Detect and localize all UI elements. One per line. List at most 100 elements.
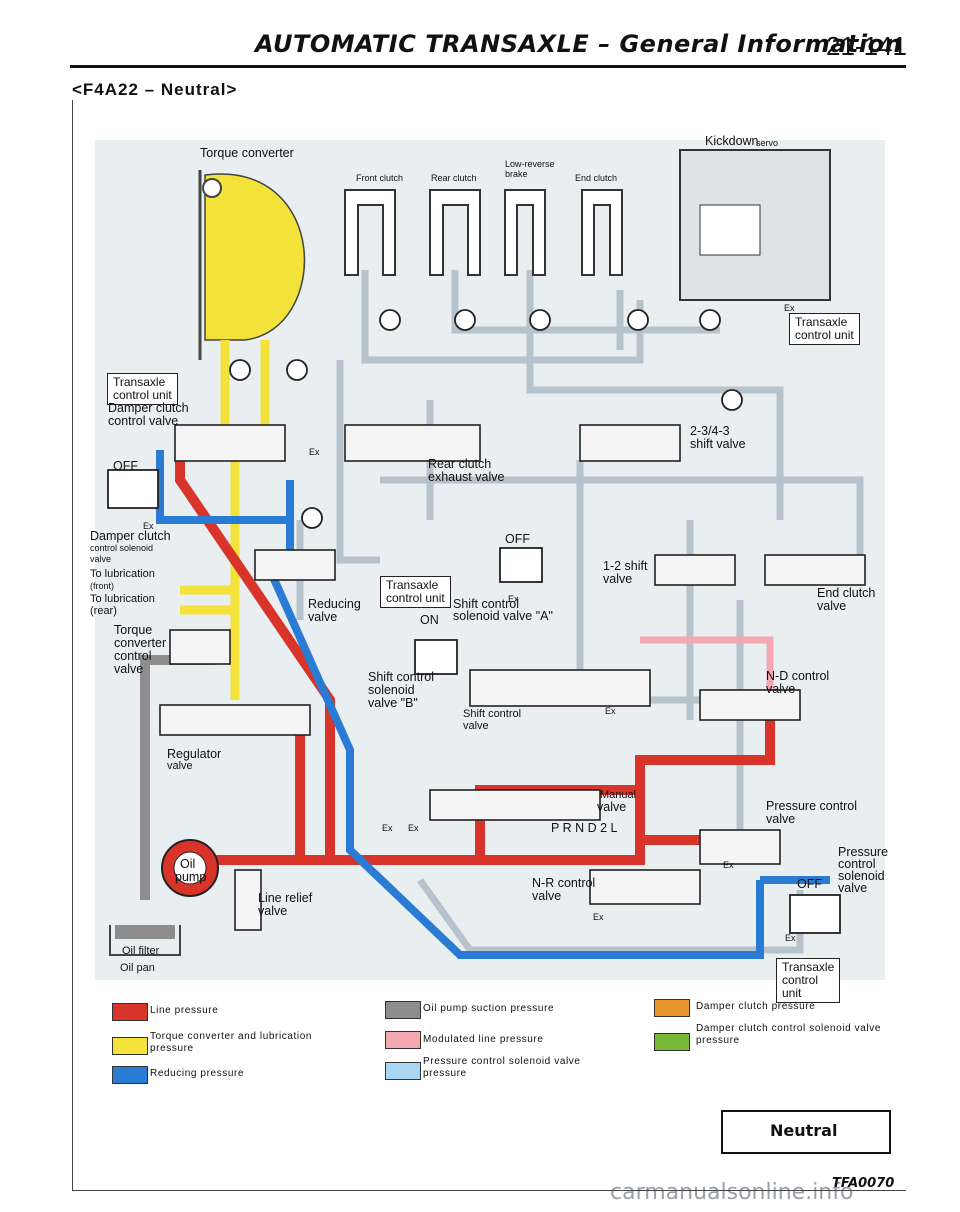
label-ex: Ex — [785, 933, 796, 943]
label-damper-cv-2: control valve — [108, 414, 179, 428]
label-low-reverse-1: Low-reverse — [505, 159, 555, 169]
label-shift23-1: 2-3/4-3 — [690, 424, 730, 438]
label-servo: servo — [756, 138, 779, 148]
tcu-top-1: Transaxle — [795, 315, 848, 329]
label-manual-2: valve — [597, 800, 627, 814]
legend-swatch-line — [112, 1003, 148, 1021]
legend-label-damper: Damper clutch pressure — [696, 1001, 816, 1012]
label-shift-cv-1: Shift control — [463, 708, 522, 720]
tcu-top-box: Transaxle control unit — [789, 313, 860, 345]
label-reducing-2: valve — [308, 610, 338, 624]
modulated-line-passage — [640, 636, 774, 700]
label-pcs-1: Pressure — [838, 845, 889, 859]
label-shift23-2: shift valve — [690, 437, 746, 451]
label-ex: Ex — [784, 303, 795, 313]
legend-label-pcs: Pressure control solenoid valve pressure — [423, 1056, 581, 1079]
label-end-clutch-valve-2: valve — [817, 599, 847, 613]
label-tcc-3: control — [114, 649, 152, 663]
label-kickdown: Kickdown — [705, 134, 759, 148]
label-lub-front-1: To lubrication — [90, 568, 155, 580]
orifice-checks — [229, 309, 743, 529]
label-shift-sol-b-2: solenoid — [368, 683, 415, 697]
tcu-mid-2: control unit — [386, 591, 445, 605]
legend-swatch-pcs — [385, 1062, 421, 1080]
label-low-reverse-2: brake — [505, 169, 528, 179]
label-on-mid: ON — [420, 613, 439, 627]
label-nr-1: N-R control — [532, 876, 596, 890]
label-regulator-1: Regulator — [167, 747, 222, 761]
label-off-left: OFF — [113, 459, 138, 473]
label-reducing-1: Reducing — [308, 597, 361, 611]
label-end-clutch: End clutch — [575, 173, 618, 183]
label-line-relief-2: valve — [258, 904, 288, 918]
label-pcs-3: solenoid — [838, 869, 885, 883]
clutch-group — [344, 189, 623, 276]
label-shift12-1: 1-2 shift — [603, 559, 648, 573]
label-ex: Ex — [723, 860, 734, 870]
tcu-left-box: Transaxle control unit — [107, 373, 178, 405]
label-damper-sol-2: control solenoid — [90, 543, 154, 553]
label-front-clutch: Front clutch — [356, 173, 404, 183]
label-tcc-1: Torque — [114, 623, 153, 637]
tcu-br-2: control — [782, 973, 819, 987]
label-ex: Ex — [382, 823, 393, 833]
label-lub-front-2: (front) — [90, 581, 115, 591]
oil-pump-inner — [173, 851, 207, 885]
label-ex: Ex — [309, 447, 320, 457]
legend-swatch-modulated — [385, 1031, 421, 1049]
label-ex: Ex — [508, 594, 519, 604]
label-rear-exh-1: Rear clutch — [428, 457, 492, 471]
kickdown-servo — [679, 149, 831, 301]
label-pcv-2: valve — [766, 812, 796, 826]
label-tcc-2: converter — [114, 636, 167, 650]
tcu-br-3: unit — [782, 986, 802, 1000]
figure-code: TFA0070 — [832, 1176, 895, 1191]
label-oil-filter: Oil filter — [122, 945, 160, 957]
header-rule — [70, 65, 906, 68]
oil-pan — [109, 925, 181, 956]
label-pcs-2: control — [838, 857, 876, 871]
label-shift-sol-b-3: valve "B" — [368, 696, 418, 710]
label-end-clutch-valve-1: End clutch — [817, 586, 876, 600]
label-rear-exh-2: exhaust valve — [428, 470, 505, 484]
label-regulator-2: valve — [167, 760, 193, 772]
label-off-right: OFF — [797, 877, 822, 891]
legend-swatch-dcc-solenoid — [654, 1033, 690, 1051]
label-shift12-2: valve — [603, 572, 633, 586]
label-manual-1: Manual — [600, 789, 637, 801]
label-torque-converter: Torque converter — [200, 146, 294, 160]
label-shift-sol-b-1: Shift control — [368, 670, 435, 684]
mode-box — [721, 1110, 891, 1154]
label-nr-2: valve — [532, 889, 562, 903]
tcu-mid-1: Transaxle — [386, 578, 439, 592]
valve-bodies — [159, 424, 866, 931]
legend-swatch-reducing — [112, 1066, 148, 1084]
label-ex: Ex — [605, 706, 616, 716]
label-shift-sol-a-1: Shift control — [453, 597, 520, 611]
label-oil-pan: Oil pan — [120, 962, 155, 974]
solenoids — [107, 469, 841, 934]
legend-swatch-lube — [112, 1037, 148, 1055]
legend-swatch-damper — [654, 999, 690, 1017]
label-prnd2l: P R N D 2 L — [551, 821, 618, 835]
label-shift-cv-2: valve — [463, 720, 489, 732]
label-lub-rear-2: (rear) — [90, 605, 117, 617]
label-damper-sol-3: valve — [90, 554, 112, 564]
mode-label: Neutral — [770, 1121, 838, 1140]
torque-converter — [198, 170, 306, 360]
label-oil-pump-2: pump — [175, 870, 207, 884]
label-shift-sol-a-2: solenoid valve "A" — [453, 609, 553, 623]
label-oil-pump-1: Oil — [180, 857, 196, 871]
label-ex: Ex — [143, 521, 154, 531]
header-title: AUTOMATIC TRANSAXLE – General Informatio… — [255, 30, 903, 58]
left-margin-rule — [72, 100, 73, 1190]
legend-label-line: Line pressure — [150, 1005, 219, 1016]
label-ex: Ex — [593, 912, 604, 922]
legend-label-dcc-solenoid: Damper clutch control solenoid valve pre… — [696, 1023, 882, 1046]
label-off-mid: OFF — [505, 532, 530, 546]
label-damper-cv-1: Damper clutch — [108, 401, 189, 415]
label-ex: Ex — [408, 823, 419, 833]
lubrication-passage — [180, 340, 270, 700]
tcu-br-box: Transaxle control unit — [776, 958, 841, 1003]
